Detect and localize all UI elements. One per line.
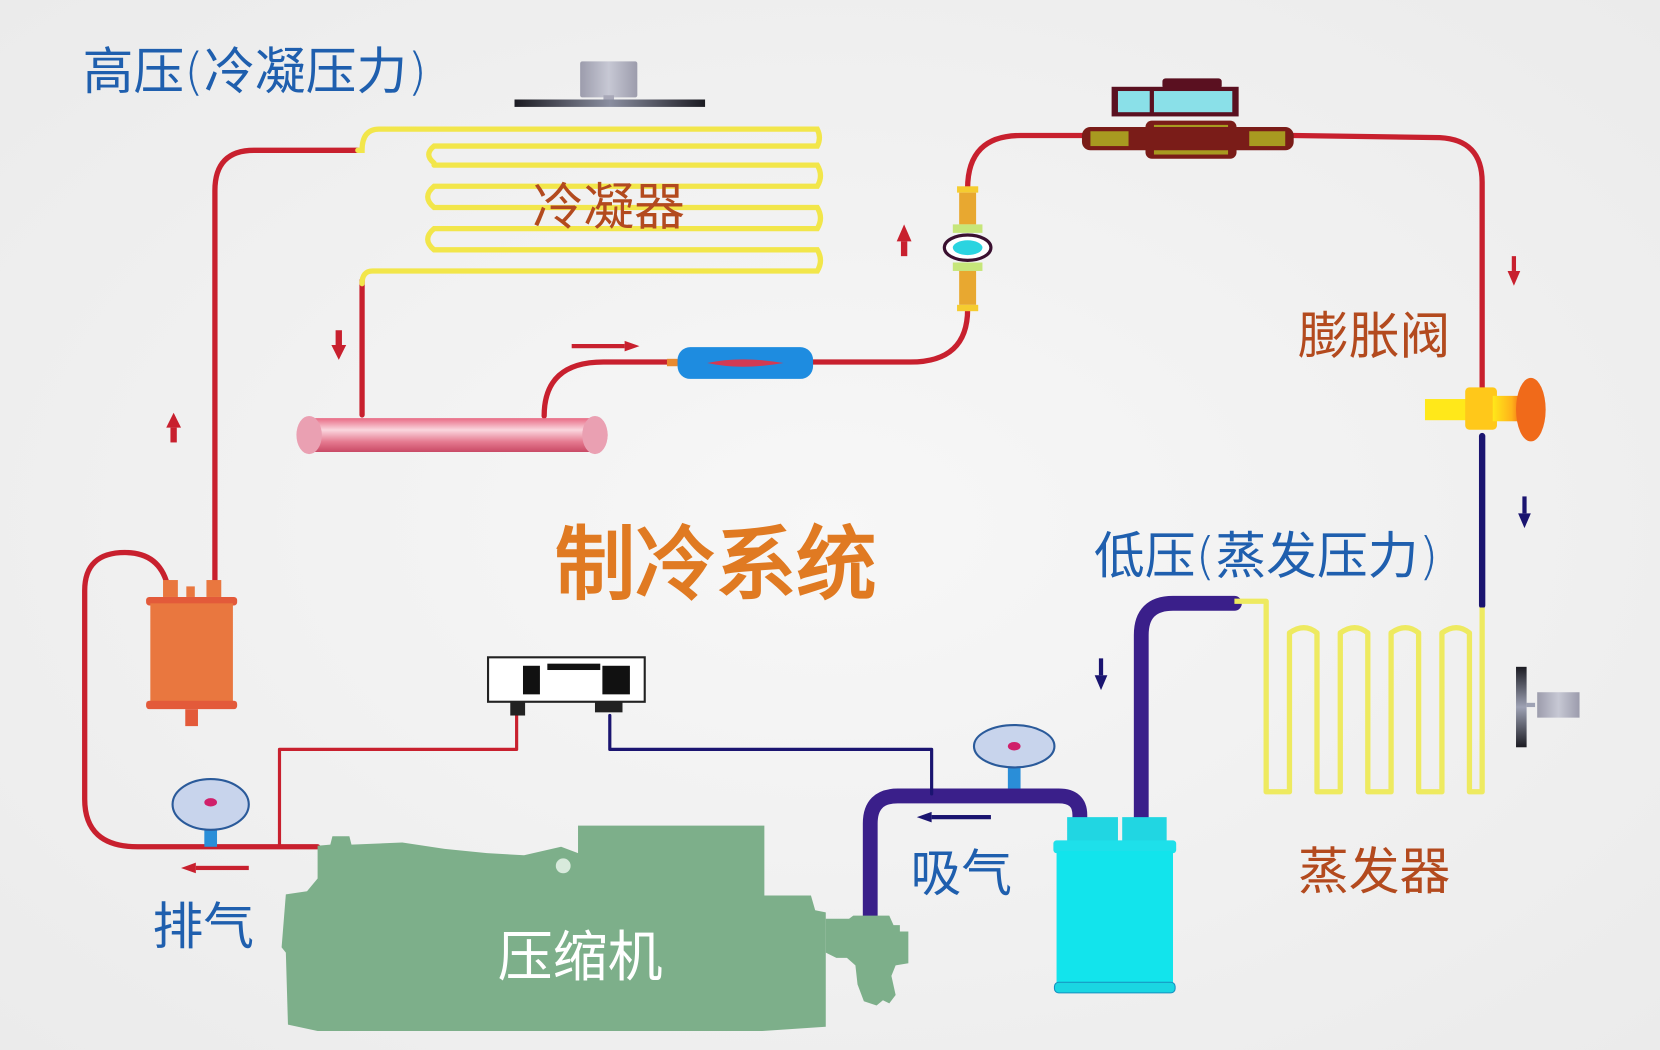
evaporator-to-accumulator-pipe	[1133, 595, 1242, 828]
suction-label: 吸气	[910, 844, 1012, 903]
evaporator-coil	[1234, 598, 1485, 795]
expansion-valve-label: 膨胀阀	[1298, 307, 1450, 366]
high-pressure-label: 高压(冷凝压力)	[83, 42, 427, 101]
compressor: 压缩机	[281, 825, 909, 1031]
arrow-down-icon	[1507, 256, 1521, 286]
suction-pressure-gauge	[972, 723, 1056, 789]
condenser-fan-icon	[514, 61, 706, 107]
pressure-switch	[486, 656, 646, 716]
solenoid-to-expvalve-pipe	[1291, 132, 1485, 393]
low-pressure-pipes	[608, 432, 1486, 923]
arrow-left-icon	[181, 862, 249, 874]
evaporator: 蒸发器	[1234, 598, 1580, 901]
solenoid-valve	[1081, 78, 1294, 159]
suction-accumulator	[1053, 817, 1177, 994]
discharge-label: 排气	[152, 897, 254, 956]
arrow-left-icon	[916, 811, 991, 823]
arrow-down-icon	[1094, 658, 1108, 691]
discharge-pressure-gauge	[171, 777, 250, 847]
oil-separator	[146, 580, 238, 727]
low-pressure-label: 低压(蒸发压力)	[1094, 527, 1438, 586]
compressor-label: 压缩机	[498, 925, 663, 989]
liquid-receiver-tube	[296, 415, 608, 455]
expansion-valve	[1424, 377, 1546, 442]
condenser-label: 冷凝器	[533, 177, 685, 236]
pressure-switch-low-line	[608, 713, 934, 796]
diagram-title: 制冷系统	[555, 518, 877, 612]
sight-glass	[942, 186, 993, 312]
evaporator-fan-icon	[1516, 666, 1580, 748]
suction-line-pipe	[862, 788, 1088, 923]
filter-drier	[666, 347, 814, 379]
arrow-down-icon	[1518, 496, 1531, 529]
condenser: 冷凝器	[355, 61, 824, 287]
arrow-right-icon	[571, 340, 640, 352]
arrow-up-icon	[896, 224, 912, 257]
condenser-coil	[355, 126, 824, 287]
pressure-switch-high-line	[277, 713, 519, 849]
high-pressure-pipes	[82, 132, 1485, 850]
receiver-loop-pipe	[82, 549, 321, 850]
filter-to-sightglass-pipe	[810, 306, 971, 365]
arrow-down-icon	[331, 330, 347, 360]
arrow-up-icon	[166, 412, 182, 443]
sightglass-to-solenoid-pipe	[964, 132, 1087, 192]
discharge-riser-pipe	[212, 147, 361, 587]
evaporator-label: 蒸发器	[1298, 842, 1450, 901]
receiver-to-filter-pipe	[541, 359, 681, 419]
flow-arrows	[166, 224, 1531, 874]
